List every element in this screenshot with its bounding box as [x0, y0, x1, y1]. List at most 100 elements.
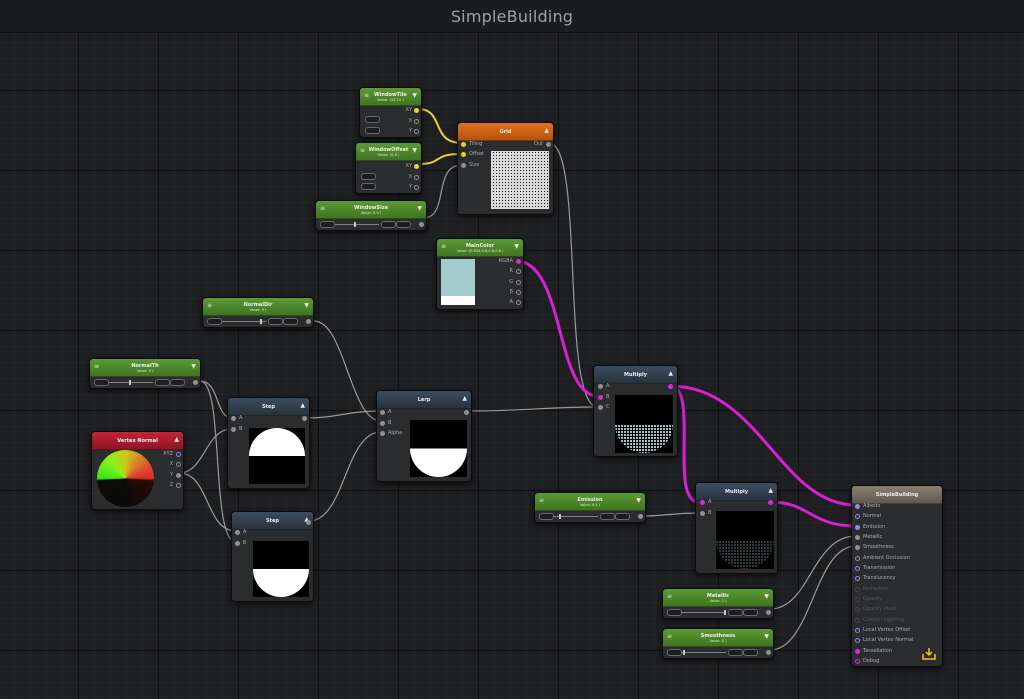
- slider-knob[interactable]: [724, 610, 726, 615]
- output-port[interactable]: [306, 319, 311, 324]
- value-slider[interactable]: [222, 321, 266, 322]
- hamburger-icon[interactable]: ≡: [539, 497, 545, 504]
- hamburger-icon[interactable]: ≡: [320, 205, 326, 212]
- collapse-arrow-icon[interactable]: ▼: [514, 243, 519, 250]
- collapse-arrow-icon[interactable]: ▼: [304, 302, 309, 309]
- collapse-arrow-icon[interactable]: ▲: [300, 402, 305, 409]
- output-port-y[interactable]: [414, 185, 419, 190]
- collapse-arrow-icon[interactable]: ▲: [768, 487, 773, 494]
- min-field[interactable]: [667, 649, 682, 656]
- value-field[interactable]: [268, 318, 283, 325]
- output-port-y[interactable]: [176, 473, 181, 478]
- value-slider[interactable]: [682, 652, 726, 653]
- collapse-arrow-icon[interactable]: ▼: [412, 92, 417, 99]
- input-port-b[interactable]: [700, 511, 705, 516]
- node-header[interactable]: SimpleBuilding: [852, 486, 942, 504]
- output-port-z[interactable]: [176, 483, 181, 488]
- node-header[interactable]: Step ▲: [228, 398, 309, 416]
- node-normal-th[interactable]: ≡ NormalTh Value: 0 ) ▼: [89, 358, 201, 389]
- input-port-a[interactable]: [231, 416, 236, 421]
- output-port[interactable]: [419, 222, 424, 227]
- input-port-tessellation[interactable]: [855, 649, 860, 654]
- node-vertex-normal[interactable]: Vertex Normal ▲ XYZ X Y Z: [91, 431, 184, 510]
- input-port-emission[interactable]: [855, 525, 860, 530]
- node-header[interactable]: Step ▲: [232, 512, 313, 530]
- slider-knob[interactable]: [129, 380, 131, 385]
- input-port-tiling[interactable]: [461, 142, 466, 147]
- input-port-alpha[interactable]: [380, 431, 385, 436]
- min-field[interactable]: [320, 221, 335, 228]
- input-port-normal[interactable]: [855, 514, 860, 519]
- node-header[interactable]: Grid ▲: [458, 123, 553, 141]
- slider-knob[interactable]: [354, 222, 356, 227]
- value-field-x[interactable]: [361, 173, 376, 180]
- input-port-translucency[interactable]: [855, 576, 860, 581]
- value-field[interactable]: [600, 513, 615, 520]
- value-field-x[interactable]: [365, 116, 380, 123]
- node-multiply-1[interactable]: Multiply ▲ A B C: [593, 365, 678, 457]
- output-port-x[interactable]: [176, 462, 181, 467]
- input-port-albedo[interactable]: [855, 504, 860, 509]
- collapse-arrow-icon[interactable]: ▲: [174, 436, 179, 443]
- output-port-x[interactable]: [414, 175, 419, 180]
- output-port[interactable]: [668, 384, 673, 389]
- output-port-xy[interactable]: [414, 108, 419, 113]
- output-port[interactable]: [193, 380, 198, 385]
- output-port[interactable]: [768, 500, 773, 505]
- node-step-1[interactable]: Step ▲ A B: [227, 397, 310, 489]
- value-slider[interactable]: [335, 224, 379, 225]
- node-smoothness[interactable]: ≡ Smoothness Value: 0 ) ▼: [662, 628, 774, 659]
- node-normal-dir[interactable]: ≡ NormalDir Value: 0 ) ▼: [202, 297, 314, 328]
- node-emission[interactable]: ≡ Emission Value: 0.1 ) ▼: [534, 492, 646, 523]
- input-port-offset[interactable]: [461, 152, 466, 157]
- input-port-size[interactable]: [461, 163, 466, 168]
- max-field[interactable]: [396, 221, 411, 228]
- input-port-ambient-occlusion[interactable]: [855, 556, 860, 561]
- output-port-x[interactable]: [414, 119, 419, 124]
- min-field[interactable]: [207, 318, 222, 325]
- node-header[interactable]: Multiply ▲: [696, 483, 777, 501]
- collapse-arrow-icon[interactable]: ▼: [412, 147, 417, 154]
- max-field[interactable]: [615, 513, 630, 520]
- output-port-g[interactable]: [516, 280, 521, 285]
- value-field[interactable]: [728, 609, 743, 616]
- node-header[interactable]: ≡ NormalDir Value: 0 ) ▼: [203, 298, 313, 316]
- value-field[interactable]: [728, 649, 743, 656]
- node-lerp[interactable]: Lerp ▲ A B Alpha: [376, 390, 472, 482]
- slider-knob[interactable]: [559, 514, 561, 519]
- input-port-debug[interactable]: [855, 659, 860, 664]
- node-header[interactable]: ≡ WindowSize Value: 0.9 ) ▼: [316, 201, 426, 219]
- input-port-metallic[interactable]: [855, 535, 860, 540]
- input-port-opacity[interactable]: [855, 597, 860, 602]
- node-header[interactable]: ≡ Smoothness Value: 0 ) ▼: [663, 629, 773, 647]
- node-header[interactable]: ≡ Metallic Value: 1 ) ▼: [663, 589, 773, 607]
- value-slider[interactable]: [682, 612, 726, 613]
- max-field[interactable]: [743, 649, 758, 656]
- node-header[interactable]: ≡ WindowTile Value: (10,10 ) ▼: [360, 88, 421, 106]
- node-header[interactable]: ≡ WindowOffset Value: (0,0 ) ▼: [356, 143, 421, 161]
- collapse-arrow-icon[interactable]: ▲: [668, 370, 673, 377]
- output-port[interactable]: [302, 416, 307, 421]
- node-step-2[interactable]: Step ▲ A B: [231, 511, 314, 602]
- color-swatch[interactable]: [441, 259, 475, 305]
- output-port-rgba[interactable]: [516, 259, 521, 264]
- min-field[interactable]: [667, 609, 682, 616]
- output-port-r[interactable]: [516, 269, 521, 274]
- hamburger-icon[interactable]: ≡: [441, 243, 447, 250]
- input-port-b[interactable]: [231, 427, 236, 432]
- collapse-arrow-icon[interactable]: ▲: [304, 517, 309, 523]
- node-header[interactable]: Multiply ▲: [594, 366, 677, 384]
- max-field[interactable]: [283, 318, 298, 325]
- output-port[interactable]: [766, 610, 771, 615]
- output-port[interactable]: [638, 514, 643, 519]
- node-output-simplebuilding[interactable]: SimpleBuilding Albedo Normal Emission Me…: [851, 485, 943, 667]
- value-field[interactable]: [155, 379, 170, 386]
- output-port-y[interactable]: [414, 129, 419, 134]
- collapse-arrow-icon[interactable]: ▼: [764, 593, 769, 600]
- collapse-arrow-icon[interactable]: ▼: [636, 497, 641, 504]
- collapse-arrow-icon[interactable]: ▼: [764, 633, 769, 640]
- input-port-local-vertex-offset[interactable]: [855, 628, 860, 633]
- node-grid[interactable]: Grid ▲ Tiling Offset Size Out: [457, 122, 554, 215]
- input-port-opacity-mask[interactable]: [855, 607, 860, 612]
- input-port-local-vertex-normal[interactable]: [855, 638, 860, 643]
